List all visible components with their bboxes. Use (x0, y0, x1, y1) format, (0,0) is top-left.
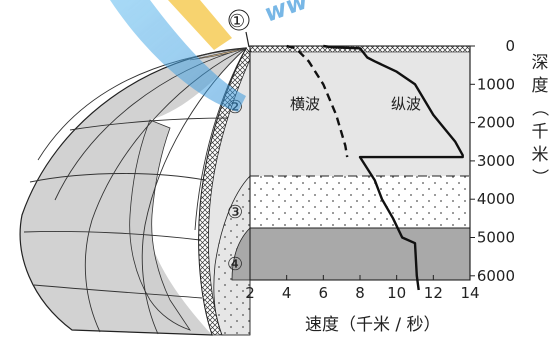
x-tick-labels: 2 4 6 8 10 12 14 (245, 284, 479, 302)
y-tick-label: 6000 (477, 267, 515, 285)
crust-marker: ① (229, 11, 245, 32)
watermark: ww (110, 0, 312, 112)
s-wave-curve (286, 44, 349, 158)
y-tick-label: 0 (505, 37, 515, 55)
globe-continent (129, 119, 191, 331)
x-tick-label: 4 (282, 284, 292, 302)
watermark-text: ww (260, 0, 312, 28)
s-wave-label: 横波 (290, 95, 320, 113)
y-tick-label: 5000 (477, 229, 515, 247)
y-axis-title-char: （ (529, 100, 549, 117)
inner-core-face (231, 227, 251, 281)
y-axis-title-char: 千 (532, 122, 549, 142)
x-tick-label: 2 (245, 284, 255, 302)
x-tick-label: 10 (387, 284, 406, 302)
chart-panel: 横波 纵波 (249, 44, 475, 291)
y-tick-label: 4000 (477, 190, 515, 208)
outer-core-marker: ③ (227, 202, 243, 223)
watermark-blue-shape (110, 0, 246, 112)
y-axis-title: 深度 （ 千米 ） (529, 53, 549, 186)
x-tick-label: 8 (355, 284, 365, 302)
x-tick-marks (249, 275, 471, 280)
y-tick-marks (470, 45, 475, 277)
x-axis-title: 速度（千米 / 秒） (305, 315, 441, 335)
watermark-yellow-shape (168, 0, 232, 50)
p-wave-curve (323, 44, 464, 291)
y-tick-label: 2000 (477, 114, 515, 132)
p-wave-label: 纵波 (391, 95, 421, 113)
inner-core-region (250, 228, 470, 280)
y-axis-title-char: ） (529, 169, 549, 186)
y-axis-title-char: 度 (532, 76, 549, 96)
outer-core-face (213, 174, 251, 336)
y-tick-labels: 0 1000 2000 3000 4000 5000 6000 (477, 37, 515, 285)
x-tick-label: 14 (460, 284, 479, 302)
y-axis-title-char: 米 (532, 145, 549, 165)
layer-markers: ① ② ③ ④ (227, 9, 250, 275)
inner-core-marker: ④ (227, 254, 243, 275)
y-axis-title-char: 深 (532, 53, 549, 73)
x-tick-label: 6 (319, 284, 329, 302)
y-tick-label: 3000 (477, 152, 515, 170)
x-tick-label: 12 (424, 284, 443, 302)
y-tick-label: 1000 (477, 75, 515, 93)
